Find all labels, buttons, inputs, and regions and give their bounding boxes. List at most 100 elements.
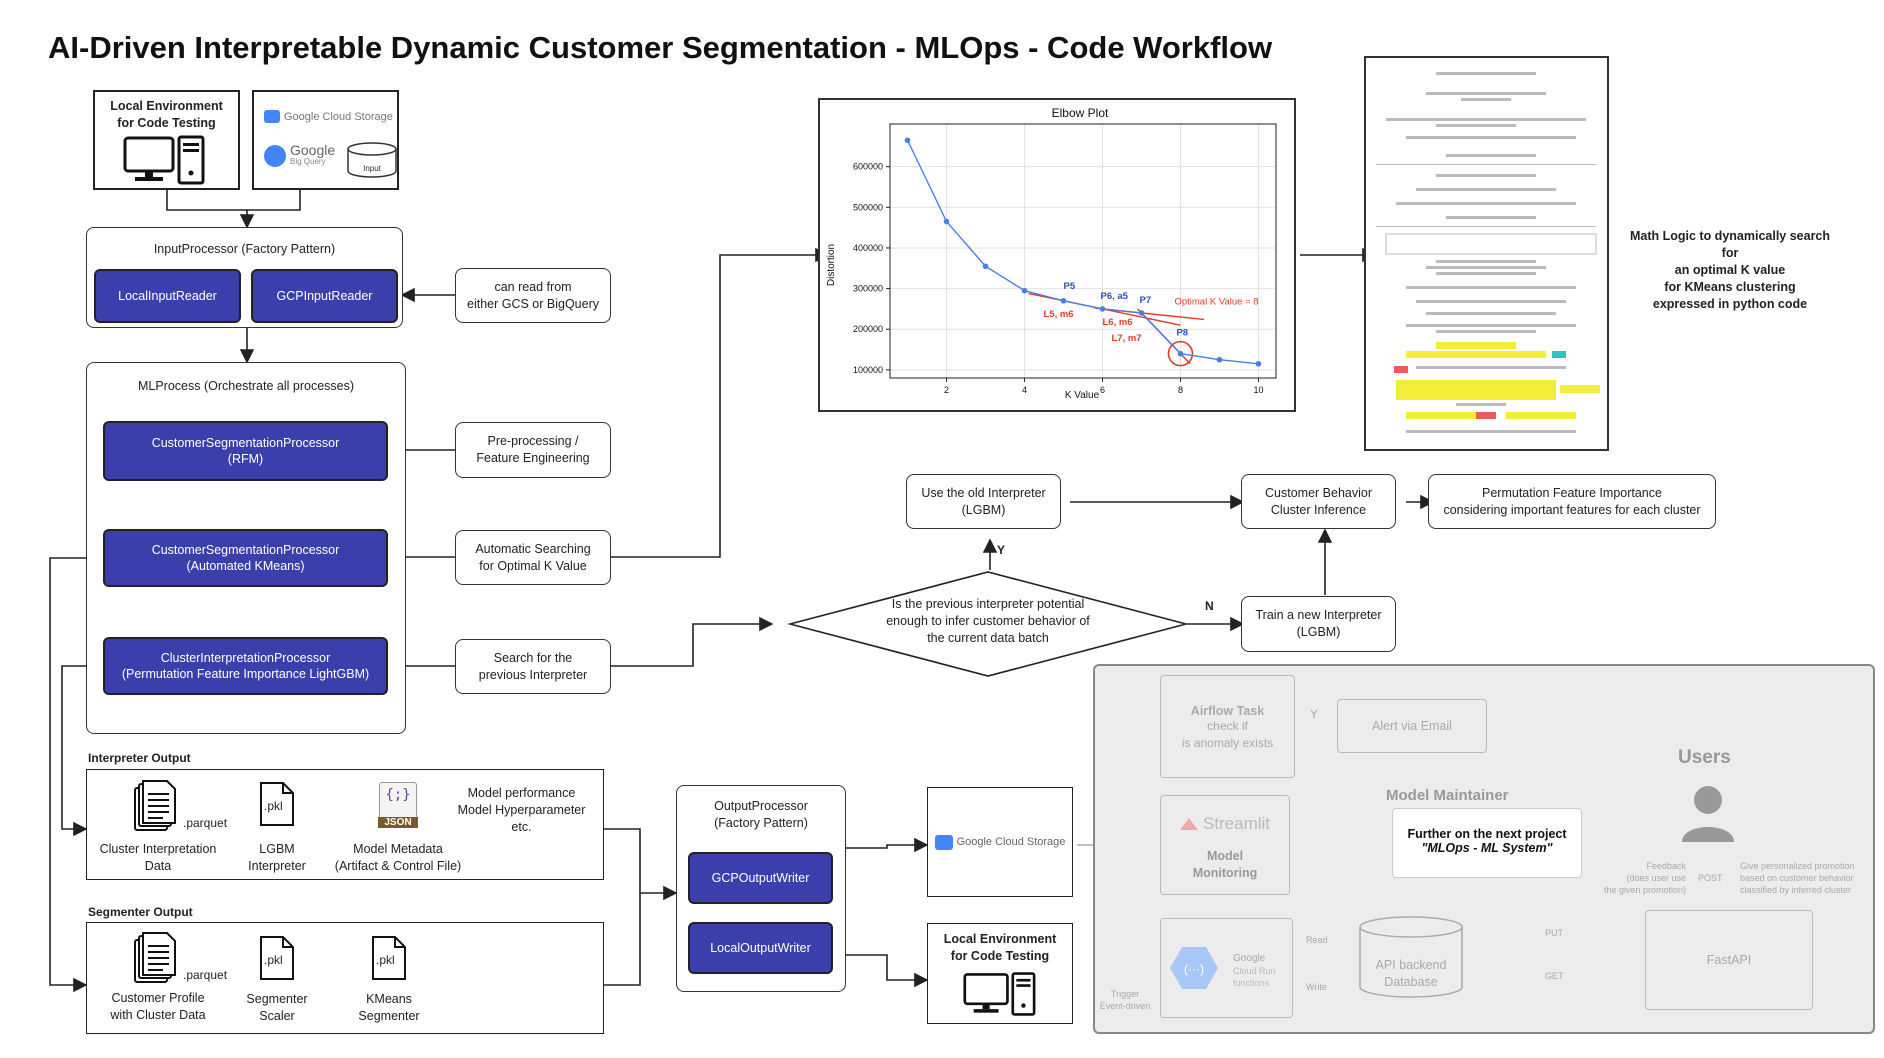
kmeans-segmenter: KMeans Segmenter [358,992,420,1023]
alert-via-email: Alert via Email [1337,699,1487,753]
write-label: Write [1306,982,1327,992]
curly-braces-icon: {;} [385,787,411,803]
documents-icon [134,932,176,983]
gcs-logo: Google Cloud Storage [264,110,393,123]
input-processor: InputProcessor (Factory Pattern) LocalIn… [86,227,403,328]
interpreter-output: .parquet Cluster Interpretation Data .pk… [86,769,604,880]
y-axis-label: Distortion [826,244,837,286]
streamlit-logo: Streamlit [1161,814,1289,834]
data-point [1255,360,1262,367]
documents-icon [134,780,176,831]
output-processor: OutputProcessor (Factory Pattern) GCPOut… [676,785,846,992]
ml-process-title: MLProcess (Orchestrate all processes) [137,379,355,393]
cloud-input-sources: Google Cloud Storage Google Big Query In… [252,90,399,190]
read-label: Read [1306,935,1328,945]
decision-diamond [788,571,1188,677]
users-label: Users [1678,747,1731,768]
post-label: POST [1698,873,1723,883]
chart-title: Elbow Plot [1052,106,1109,120]
get-label: GET [1545,971,1564,981]
y-tick-label: 500000 [853,202,883,212]
permutation-feature-importance: Permutation Feature Importance consideri… [1428,474,1716,529]
point-label: P6, a5 [1100,291,1128,302]
decision-question: Is the previous interpreter potential en… [886,597,1090,645]
local-environment-label: Local Environment for Code Testing [943,932,1057,963]
input-processor-title: InputProcessor (Factory Pattern) [153,242,336,256]
cluster-interpretation-processor[interactable]: ClusterInterpretationProcessor (Permutat… [103,637,388,695]
y-tick-label: 200000 [853,324,883,334]
computer-icon [123,135,205,185]
x-tick-label: 4 [1022,385,1027,395]
math-logic-panel [1364,56,1609,451]
local-output-writer[interactable]: LocalOutputWriter [688,922,833,974]
data-point [1216,356,1223,363]
local-environment-label: Local Environment for Code Testing [110,99,223,130]
pkl-ext: .pkl [264,799,283,813]
database-icon [347,142,397,178]
line-label: L6, m6 [1102,317,1132,328]
optimal-k-circle [1167,340,1194,367]
streamlit-icon [1179,818,1198,830]
point-label: P7 [1139,295,1151,306]
gcs-icon [934,834,953,850]
y-tick-label: 100000 [853,365,883,375]
interpreter-output-title: Interpreter Output [88,751,191,765]
gcp-input-reader[interactable]: GCPInputReader [251,269,398,323]
data-point [943,218,950,225]
airflow-task: Airflow Task check if is anomaly exists [1160,675,1295,778]
cluster-interpretation-data: Cluster Interpretation Data [99,842,217,873]
streamlit-monitoring: Streamlit Model Monitoring [1160,795,1290,895]
cloud-run-icon: (···) [1170,947,1218,989]
auto-k-search-note: Automatic Searching for Optimal K Value [455,530,611,585]
cloud-run-functions: (···) Google Cloud Run functions [1160,918,1293,1018]
y-tick-label: 400000 [853,243,883,253]
line-label: L7, m7 [1111,333,1141,344]
search-interpreter-note: Search for the previous Interpreter [455,639,611,694]
customer-behavior-inference: Customer Behavior Cluster Inference [1241,474,1396,529]
svg-text:(···): (···) [1184,962,1204,976]
bigquery-logo: Google Big Query [264,143,335,168]
segmenter-output-title: Segmenter Output [88,905,193,919]
data-point [1138,310,1145,316]
model-maintainer-label: Model Maintainer [1386,787,1509,804]
chart-grid [890,124,1276,378]
y-tick-label: 600000 [853,162,883,172]
data-point [1099,306,1106,312]
data-point [904,137,911,144]
plot-area [889,123,1277,379]
data-point [1021,287,1028,294]
next-project-note: Further on the next project "MLOps - ML … [1392,808,1582,878]
x-axis-label: K Value [1065,390,1100,401]
math-logic-caption: Math Logic to dynamically search for an … [1629,229,1831,311]
local-environment-output: Local Environment for Code Testing [927,923,1073,1024]
preprocessing-note: Pre-processing / Feature Engineering [455,422,611,478]
fastapi-service: FastAPI [1645,910,1813,1010]
data-point [1060,297,1067,304]
gcs-output: Google Cloud Storage [927,787,1073,897]
lgbm-interpreter: LGBM Interpreter [248,842,306,873]
kmeans-processor[interactable]: CustomerSegmentationProcessor (Automated… [103,529,388,587]
gcp-output-writer[interactable]: GCPOutputWriter [688,852,833,904]
chart-series [904,137,1262,367]
yes-label: Y [997,543,1006,557]
input-label: Input [363,164,381,173]
segmenter-scaler: Segmenter Scaler [246,992,308,1023]
pkl-file-icon [260,782,294,826]
put-label: PUT [1545,928,1563,938]
read-source-note: can read from either GCS or BigQuery [455,268,611,323]
ml-process: MLProcess (Orchestrate all processes) Cu… [86,362,406,734]
json-file-icon: {;} JSON [378,782,418,828]
math-formulas-image [1376,72,1600,433]
airflow-yes-label: Y [1310,707,1319,721]
parquet-ext: .parquet [183,816,228,830]
line-label: L5, m6 [1044,309,1074,320]
page-title: AI-Driven Interpretable Dynamic Customer… [48,30,1273,65]
rfm-processor[interactable]: CustomerSegmentationProcessor (RFM) [103,421,388,481]
data-point [1177,350,1184,357]
pkl-file-icon [260,936,294,980]
optimal-k-label: Optimal K Value = 8 [1174,297,1258,308]
local-input-reader[interactable]: LocalInputReader [94,269,241,323]
y-tick-label: 300000 [853,284,883,294]
